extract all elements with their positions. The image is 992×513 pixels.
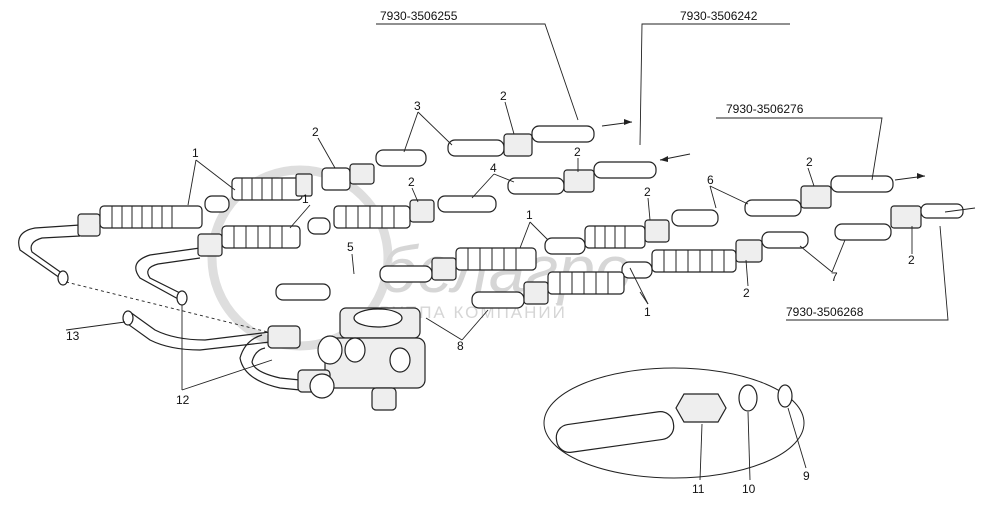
callout-13: 13 — [66, 329, 80, 343]
callout-1: 1 — [302, 192, 309, 206]
inset-tube — [555, 411, 675, 453]
part-code-7930-3506255: 7930-3506255 — [380, 9, 458, 23]
callout-11: 11 — [692, 482, 705, 496]
part-code-7930-3506276: 7930-3506276 — [726, 102, 804, 116]
callout-1: 1 — [192, 146, 199, 160]
hose-assembly-upper-left — [77, 149, 427, 237]
tube-6-with-coupling — [744, 173, 926, 217]
callout-1: 1 — [526, 208, 533, 222]
callout-6: 6 — [707, 173, 714, 187]
part-code-7930-3506242: 7930-3506242 — [680, 9, 758, 23]
leader-lines — [65, 23, 949, 481]
inset-ellipse — [543, 367, 805, 479]
callout-7: 7 — [831, 270, 838, 284]
callout-4: 4 — [490, 161, 497, 175]
dashed-assembly-line — [65, 281, 301, 341]
callout-2: 2 — [806, 155, 813, 169]
inset-olive-10 — [738, 384, 758, 412]
inset-nut-11 — [675, 393, 727, 423]
callout-2: 2 — [408, 175, 415, 189]
valve-body — [267, 307, 426, 411]
callout-2: 2 — [500, 89, 507, 103]
inset-ring-9 — [777, 384, 793, 408]
callout-3: 3 — [414, 99, 421, 113]
tube-7-with-coupling — [834, 203, 976, 241]
callout-2: 2 — [743, 286, 750, 300]
tube-4-with-coupling — [507, 153, 691, 195]
hose-assembly-right-lower — [621, 231, 809, 279]
callout-12: 12 — [176, 393, 190, 407]
hose-assembly-middle-left — [197, 195, 497, 257]
tube-3-with-coupling — [447, 119, 633, 157]
callout-10: 10 — [742, 482, 756, 496]
detail-inset — [543, 367, 805, 479]
bent-pipe-12 — [135, 247, 301, 391]
callout-2: 2 — [908, 253, 915, 267]
bent-pipe-13 — [18, 224, 271, 351]
hose-assembly-right-upper — [544, 209, 719, 255]
callout-1: 1 — [644, 305, 651, 319]
part-code-7930-3506268: 7930-3506268 — [786, 305, 864, 319]
callout-2: 2 — [644, 185, 651, 199]
callout-9: 9 — [803, 469, 810, 483]
callout-8: 8 — [457, 339, 464, 353]
callout-2: 2 — [312, 125, 319, 139]
callout-5: 5 — [347, 240, 354, 254]
hose-assembly-center — [275, 247, 625, 309]
callout-2: 2 — [574, 145, 581, 159]
